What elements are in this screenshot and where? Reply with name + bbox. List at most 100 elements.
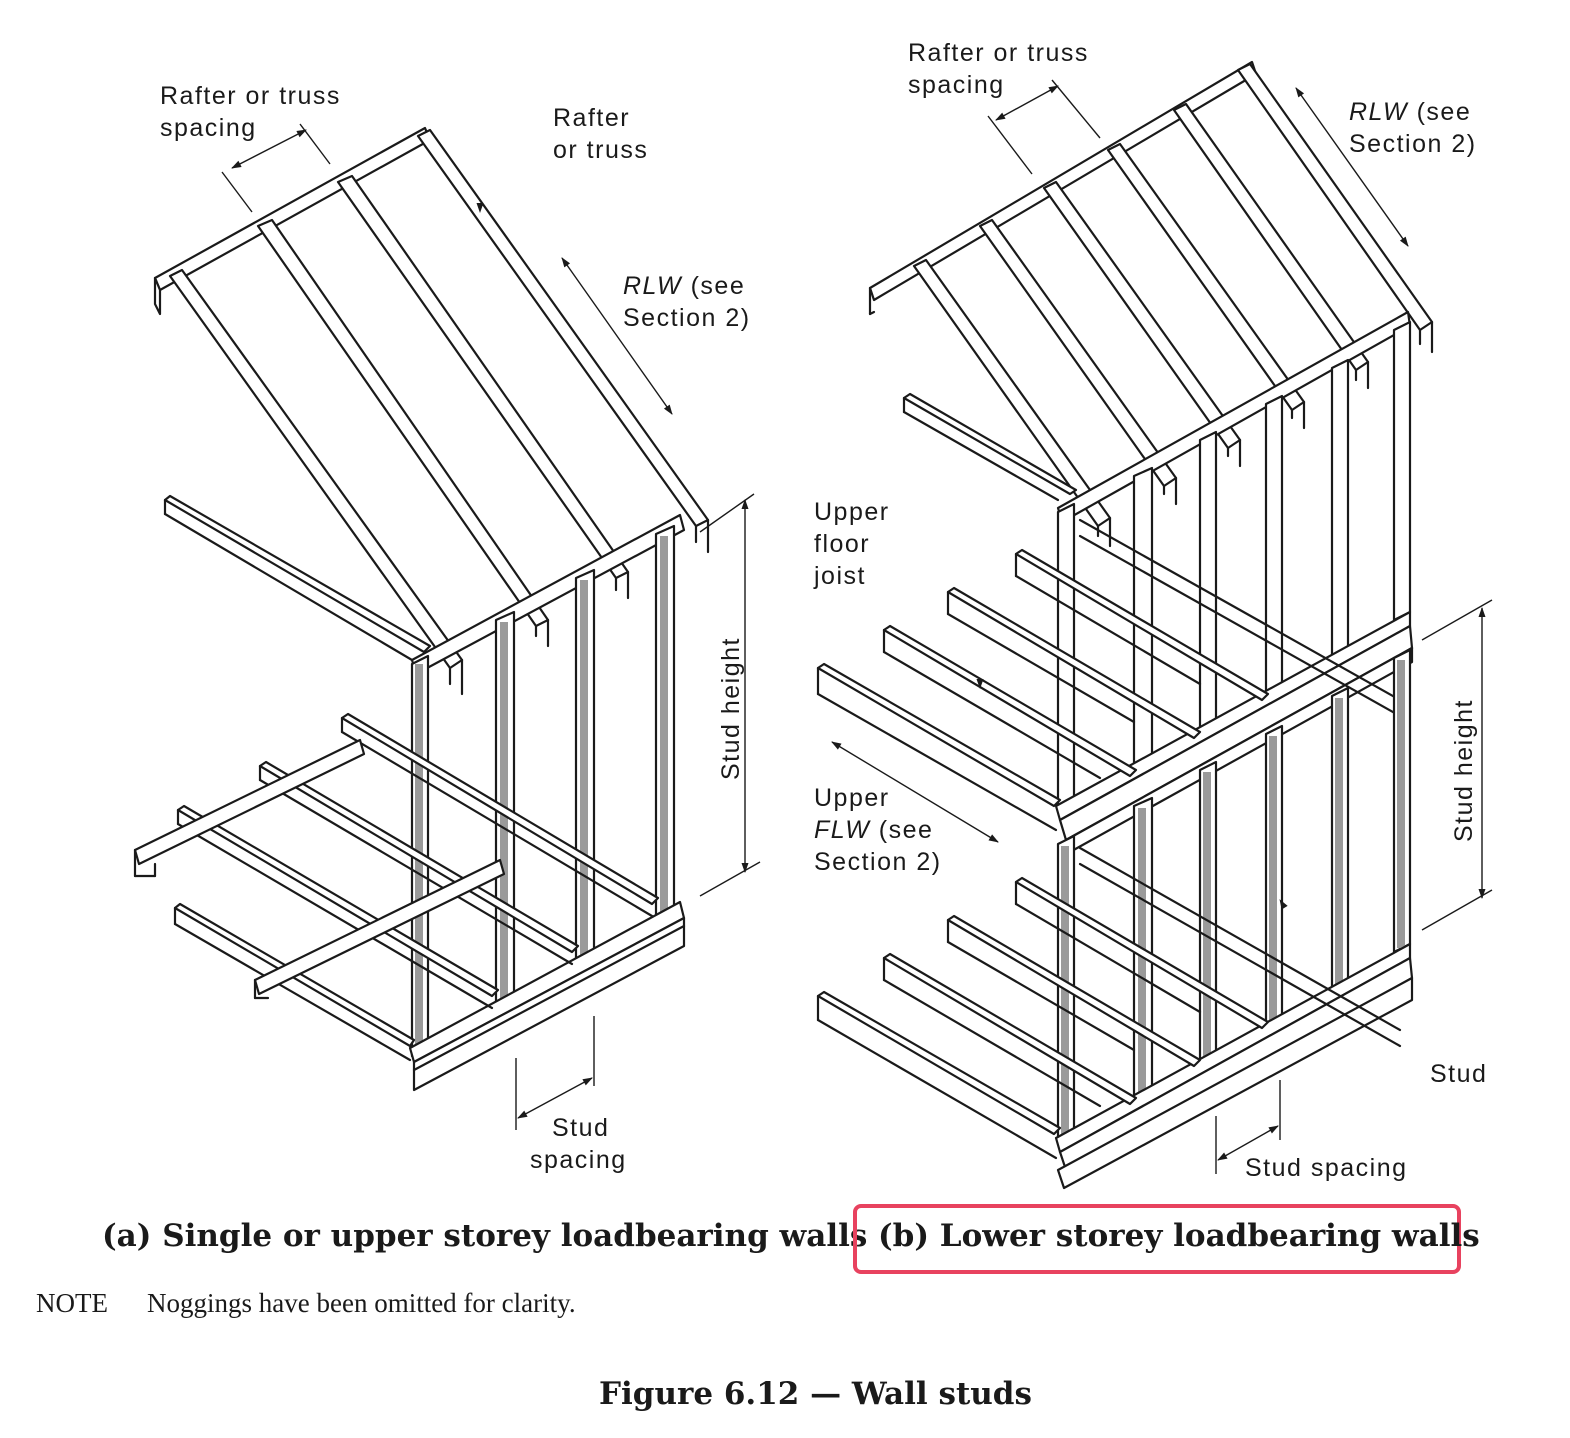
a-floor-joist-2-bottom [176, 822, 494, 1010]
note-label: NOTE [36, 1288, 108, 1318]
b-upper-stud-5 [1330, 358, 1350, 658]
a-floor-joist-4-bottom [340, 730, 654, 918]
a-label-rafter-line1: Rafter [553, 104, 630, 132]
panel-a-dimensions [221, 123, 761, 1130]
b-lower-joist-3-bottom [946, 940, 1136, 1052]
b-rlw-arrow [1295, 87, 1409, 247]
b-label-joist-line1: Upper [814, 498, 890, 526]
b-label-stud-height: Stud height [1450, 699, 1478, 842]
a-floor-joist-2 [176, 804, 500, 998]
a-bearer-left [133, 738, 366, 866]
a-label-rlw-line2: Section 2) [623, 304, 751, 332]
caption-panel-b-highlight [853, 1204, 1461, 1274]
b-upper-joist-5b [1078, 534, 1402, 718]
b-rafter-spacing-arrow [995, 85, 1059, 121]
b-upper-joist-3 [946, 586, 1202, 740]
b-upper-joist-5 [1078, 518, 1402, 702]
b-lower-joist-5b [1078, 862, 1402, 1048]
b-label-flw-line2: FLW (see [814, 816, 933, 844]
panel-a-labels: Rafter or truss spacing Rafter or truss … [160, 82, 751, 1174]
a-bearer-mid [253, 858, 506, 996]
b-upper-joist-3-bottom [946, 612, 1136, 724]
b-lower-stud-1-shade [1061, 846, 1069, 1136]
b-lower-joist-1 [816, 990, 1062, 1136]
b-lower-joist-5 [1078, 846, 1402, 1032]
b-upper-bottom-plate [1054, 610, 1412, 822]
b-label-rlw-line2: Section 2) [1349, 130, 1477, 158]
b-lower-joist-4-bottom [1014, 902, 1202, 1014]
a-bearer [412, 916, 686, 1092]
b-rafter-spacing-ext-2 [1051, 79, 1101, 139]
a-stud-4-shade [660, 536, 668, 924]
b-label-joist-line2: floor [814, 530, 870, 558]
b-label-flw-italic: FLW [814, 816, 871, 844]
a-rafter-1 [168, 268, 464, 670]
b-stud-spacing-arrow [1217, 1125, 1279, 1161]
panel-b-dimensions [831, 79, 1493, 1174]
b-upper-top-plate [1056, 310, 1412, 524]
a-rlw-arrow [561, 257, 673, 415]
a-stud-height-ext-2 [699, 861, 761, 897]
b-lower-stud-4-shade [1269, 736, 1277, 1020]
b-lower-stud-5-shade [1335, 698, 1343, 984]
a-stud-height-ext-1 [699, 493, 755, 533]
b-ridge-end2 [868, 310, 876, 316]
a-bearer-line [412, 924, 686, 1072]
b-label-joist-line3: joist [813, 562, 866, 590]
a-label-rlw-italic: RLW [623, 272, 683, 300]
panel-b-framing [816, 60, 1434, 1190]
a-rafter-spacing-ext-1 [221, 171, 253, 213]
a-ceiling-joist [163, 494, 432, 654]
b-lower-bottom-plate [1054, 942, 1412, 1154]
panel-b-labels: Rafter or truss spacing RLW (see Section… [813, 39, 1487, 1182]
b-upper-joist-4-bottom [1014, 574, 1202, 686]
b-lower-joist-2 [882, 952, 1138, 1106]
caption-panel-b: (b) Lower storey loadbearing walls [878, 1218, 1480, 1254]
b-label-rlw-see: (see [1408, 98, 1471, 126]
b-rafter-3 [1042, 180, 1242, 450]
b-upper-joist-4 [1014, 548, 1270, 702]
b-lower-stud-3-shade [1203, 772, 1211, 1058]
a-stud-spacing-arrow [517, 1077, 593, 1119]
b-label-rafter-spacing-line1: Rafter or truss [908, 39, 1089, 67]
b-label-stud-spacing: Stud spacing [1245, 1154, 1408, 1182]
a-label-stud-spacing-line1: Stud [552, 1114, 609, 1142]
note-text: Noggings have been omitted for clarity. [147, 1288, 576, 1318]
b-lower-base [1056, 976, 1414, 1190]
b-label-flw-see: (see [870, 816, 933, 844]
b-label-rlw-line1: RLW (see [1349, 98, 1471, 126]
b-label-rlw-italic: RLW [1349, 98, 1409, 126]
b-label-rafter-spacing-line2: spacing [908, 71, 1005, 99]
a-label-rafter-spacing-line1: Rafter or truss [160, 82, 341, 110]
b-rafter-spacing-ext-1 [987, 115, 1033, 175]
b-mid-floor-band [1058, 624, 1414, 842]
b-upper-joist-2 [882, 624, 1138, 778]
b-lower-bearer [1058, 956, 1414, 1172]
b-rafter-1 [912, 258, 1112, 528]
b-stud-height-ext-1 [1421, 599, 1493, 641]
b-label-flw-line3: Section 2) [814, 848, 942, 876]
a-floor-joist-3-bottom [258, 778, 574, 966]
a-bottom-plate [408, 900, 686, 1064]
b-upper-stud-6 [1392, 320, 1412, 622]
b-lower-joist-4 [1014, 876, 1270, 1030]
a-floor-joist-4 [340, 712, 660, 906]
a-rafter-leader [476, 203, 484, 213]
b-upper-stud-3 [1198, 430, 1218, 730]
b-flw-arrow [831, 741, 999, 843]
a-ceiling-joist-bottom [163, 512, 414, 662]
a-rafter-2 [256, 218, 550, 628]
b-upper-joist-2-bottom [882, 650, 1102, 780]
a-floor-joist-1-bottom [173, 922, 412, 1062]
b-lower-joist-3 [946, 914, 1202, 1068]
b-label-stud: Stud [1430, 1060, 1487, 1088]
b-rafter-5 [1172, 102, 1370, 372]
a-label-stud-height: Stud height [717, 637, 745, 780]
a-label-rafter-line2: or truss [553, 136, 648, 164]
b-lower-joist-1-bottom [816, 1018, 1058, 1160]
a-label-rlw-line1: RLW (see [623, 272, 745, 300]
a-label-stud-spacing-line2: spacing [530, 1146, 627, 1174]
b-label-flw-line1: Upper [814, 784, 890, 812]
